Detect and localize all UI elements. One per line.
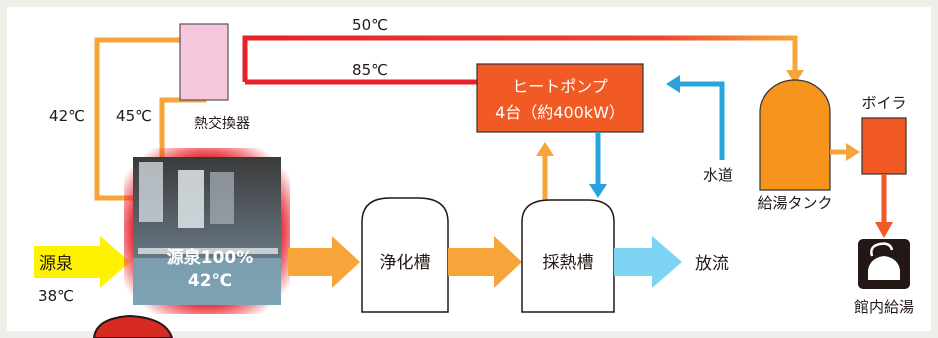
bath-wall-panel-2 (210, 172, 234, 224)
heat-pump-label-line2: 4台（約400kW） (495, 103, 625, 122)
heat-collection-tank (521, 199, 615, 313)
hot-water-tank-label: 給湯タンク (757, 194, 832, 212)
tank-to-boiler-arrowhead (846, 143, 860, 161)
city-water-label: 水道 (703, 166, 733, 184)
source-temp-label: 38℃ (38, 287, 74, 305)
boiler-to-supply-arrowhead (875, 222, 893, 238)
kettle-icon-body (868, 256, 900, 280)
boiler-box (861, 117, 907, 175)
to-purification-arrow (288, 236, 360, 288)
temp-label-45: 45℃ (116, 107, 152, 125)
heat-pump-box (476, 63, 644, 133)
boiler-label: ボイラ (861, 94, 906, 112)
temp-label-42: 42℃ (49, 107, 85, 125)
hot-water-tank (759, 79, 831, 191)
city-water-arrowhead (666, 75, 680, 93)
heat-collection-tank-label: 採熱槽 (543, 253, 594, 273)
discharge-label: 放流 (695, 254, 729, 274)
bath-label-line2: 42℃ (188, 271, 232, 291)
hot-supply-pipe-50 (242, 35, 798, 82)
purification-tank (361, 197, 449, 313)
kettle-icon-handle (870, 242, 894, 257)
warm-pipe-42 (94, 37, 204, 201)
bath-label-line1: 源泉100% (167, 247, 254, 268)
bath-wall-panel (178, 170, 204, 228)
hp-supply-arrowhead (536, 142, 554, 156)
purification-tank-label: 浄化槽 (380, 253, 431, 273)
indoor-supply-label: 館内給湯 (854, 298, 914, 316)
bath-edge (138, 248, 278, 254)
mascot-head-fragment (92, 314, 174, 338)
heat-exchanger-label: 熱交換器 (194, 115, 250, 132)
bath-water (133, 258, 281, 305)
hot-supply-arrowhead (786, 70, 804, 84)
temp-label-50: 50℃ (352, 16, 388, 34)
heat-exchanger-box (179, 23, 229, 101)
source-label: 源泉 (39, 254, 73, 274)
indoor-bath-photo (133, 157, 281, 305)
to-heat-collection-arrow (448, 236, 522, 288)
heat-pump-label-line1: ヒートポンプ (512, 77, 608, 96)
temp-label-85: 85℃ (352, 61, 388, 79)
city-water-pipe (680, 81, 725, 160)
bath-window-left (139, 162, 163, 222)
hp-return-arrowhead (589, 184, 607, 198)
source-arrow (34, 236, 130, 288)
discharge-arrow (614, 236, 682, 288)
